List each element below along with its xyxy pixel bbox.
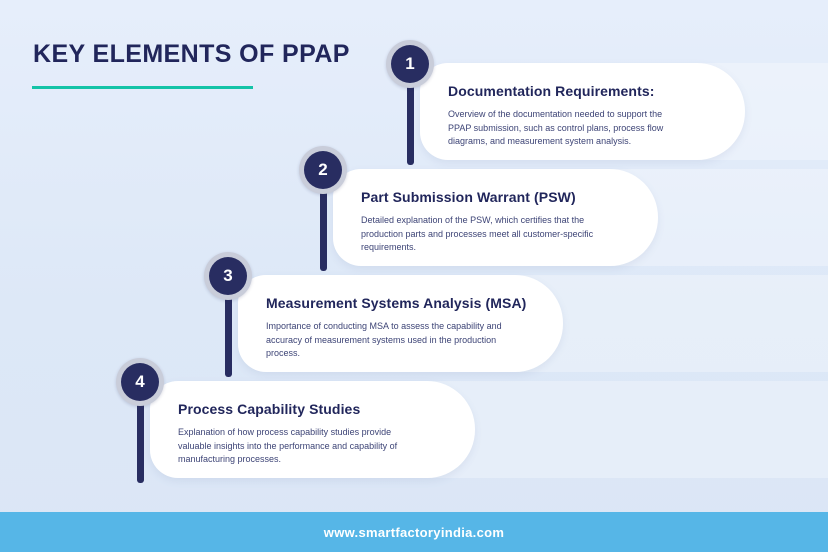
step-description: Explanation of how process capability st…: [178, 427, 398, 464]
step-card: Process Capability Studies Explanation o…: [150, 381, 475, 478]
step-number-ring: 4: [116, 358, 164, 406]
step-title: Documentation Requirements:: [448, 83, 655, 99]
step-title: Process Capability Studies: [178, 401, 361, 417]
step-title: Measurement Systems Analysis (MSA): [266, 295, 527, 311]
step-number-ring: 2: [299, 146, 347, 194]
step-description: Overview of the documentation needed to …: [448, 109, 664, 146]
step-title: Part Submission Warrant (PSW): [361, 189, 576, 205]
title-underline: [32, 86, 253, 89]
step-card: Part Submission Warrant (PSW) Detailed e…: [333, 169, 658, 266]
step-number-badge: 4: [121, 363, 159, 401]
step-connector-line: [224, 276, 232, 377]
step-card: Documentation Requirements: Overview of …: [420, 63, 745, 160]
step-connector-line: [406, 64, 414, 165]
step-number-ring: 1: [386, 40, 434, 88]
step-card: Measurement Systems Analysis (MSA) Impor…: [238, 275, 563, 372]
page-title: KEY ELEMENTS OF PPAP: [33, 40, 350, 68]
step-number-badge: 3: [209, 257, 247, 295]
footer-bar: www.smartfactoryindia.com: [0, 512, 828, 552]
step-description: Importance of conducting MSA to assess t…: [266, 321, 502, 358]
website-url: www.smartfactoryindia.com: [323, 524, 505, 540]
step-description: Detailed explanation of the PSW, which c…: [361, 215, 594, 252]
step-number-badge: 2: [304, 151, 342, 189]
step-connector-line: [136, 382, 144, 483]
step-connector-line: [319, 170, 327, 271]
step-number-badge: 1: [391, 45, 429, 83]
step-number-ring: 3: [204, 252, 252, 300]
